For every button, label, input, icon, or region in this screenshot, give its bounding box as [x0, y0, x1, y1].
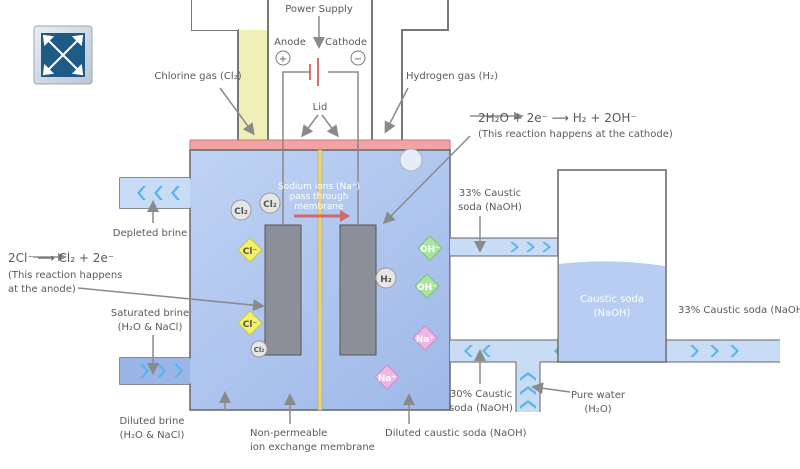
- minus-sign: −: [354, 54, 362, 65]
- pipe-gap: [449, 255, 559, 341]
- sodium-ions-label-2: pass through: [290, 192, 349, 202]
- hydrogen-chimney: [371, 0, 449, 140]
- caustic33-label-2: soda (NaOH): [458, 202, 522, 213]
- caustic-tank-label-1: Caustic soda: [580, 294, 644, 305]
- cathode-electrode: [339, 224, 377, 356]
- ion-cl-1: Cl⁻: [237, 237, 263, 263]
- saturated-brine-pipe: [120, 358, 190, 384]
- caustic-tank-label-2: (NaOH): [594, 308, 631, 319]
- ion-na-2: Na⁺: [374, 364, 400, 390]
- svg-text:Cl⁻: Cl⁻: [243, 320, 258, 330]
- anode-note-2: at the anode): [8, 284, 76, 295]
- membrane-label-1: Non-permeable: [250, 428, 327, 439]
- sodium-ions-label-1: Sodium ions (Na⁺): [278, 182, 360, 192]
- diluted-brine-label-2: (H₂O & NaCl): [120, 430, 185, 441]
- caustic33-label-1: 33% Caustic: [459, 188, 521, 199]
- lid-label: Lid: [313, 102, 328, 113]
- pointer-lines: [77, 87, 571, 424]
- saturated-brine-label-2: (H₂O & NaCl): [118, 322, 183, 333]
- ion-exchange-membrane: [317, 149, 323, 411]
- pure-water-label-2: (H₂O): [584, 404, 611, 415]
- caustic30-label-1: 30% Caustic: [450, 389, 512, 400]
- ion-cl2-2: Cl₂: [259, 192, 281, 214]
- svg-text:OH⁻: OH⁻: [417, 283, 437, 293]
- anode-plus-icon: [275, 50, 291, 66]
- anode-reaction: 2Cl⁻ ⟶ Cl₂ + 2e⁻: [8, 251, 114, 265]
- ion-na-1: Na⁺: [412, 325, 438, 351]
- diluted-brine-label-1: Diluted brine: [120, 416, 185, 427]
- ion-cl2-3: Cl₂: [250, 340, 268, 358]
- depleted-brine-pipe: [120, 178, 190, 208]
- caustic33-output-label: 33% Caustic soda (NaOH): [678, 305, 800, 316]
- sodium-ions-label-3: membrane: [294, 202, 344, 212]
- anode-note-1: (This reaction happens: [8, 270, 122, 281]
- chlorine-chimney: [191, 0, 269, 140]
- caustic-upper-pipe: [450, 237, 558, 257]
- anode-label: Anode: [274, 37, 306, 48]
- depleted-brine-label: Depleted brine: [113, 228, 187, 239]
- svg-text:Cl⁻: Cl⁻: [243, 247, 258, 257]
- expand-arrows-icon: [42, 34, 84, 76]
- cathode-label: Cathode: [325, 37, 367, 48]
- svg-text:Cl₂: Cl₂: [263, 200, 277, 210]
- ion-oh-1: OH⁻: [417, 235, 443, 261]
- hydrogen-bubble: [399, 148, 423, 172]
- diluted-caustic-label: Diluted caustic soda (NaOH): [385, 428, 527, 439]
- saturated-brine-label-1: Saturated brine: [111, 308, 189, 319]
- ion-oh-2: OH⁻: [414, 273, 440, 299]
- svg-text:OH⁻: OH⁻: [420, 245, 440, 255]
- membrane-label-2: ion exchange membrane: [250, 442, 375, 453]
- fullscreen-button[interactable]: [33, 25, 93, 85]
- caustic-soda-tank: [557, 169, 667, 363]
- cathode-minus-icon: [350, 50, 366, 66]
- hydrogen-gas-label: Hydrogen gas (H₂): [406, 71, 498, 82]
- plus-sign: +: [279, 54, 287, 65]
- caustic30-label-2: soda (NaOH): [449, 403, 513, 414]
- ion-h2: H₂: [375, 267, 397, 289]
- ion-cl2-1: Cl₂: [230, 199, 252, 221]
- ion-cl-2: Cl⁻: [237, 310, 263, 336]
- svg-text:Cl₂: Cl₂: [234, 207, 248, 217]
- cathode-reaction: 2H₂O + 2e⁻ ⟶ H₂ + 2OH⁻: [478, 111, 637, 125]
- cathode-reaction-note: (This reaction happens at the cathode): [478, 129, 673, 140]
- svg-text:Na⁺: Na⁺: [416, 335, 435, 345]
- pure-water-label-1: Pure water: [571, 390, 626, 401]
- svg-text:Cl₂: Cl₂: [254, 346, 265, 354]
- svg-text:Na⁺: Na⁺: [378, 374, 397, 384]
- circuit-wires: [282, 58, 359, 225]
- anode-electrode: [264, 224, 302, 356]
- svg-text:H₂: H₂: [380, 275, 392, 285]
- power-supply-label: Power Supply: [285, 4, 353, 15]
- chlorine-gas-label: Chlorine gas (Cl₂): [154, 71, 241, 82]
